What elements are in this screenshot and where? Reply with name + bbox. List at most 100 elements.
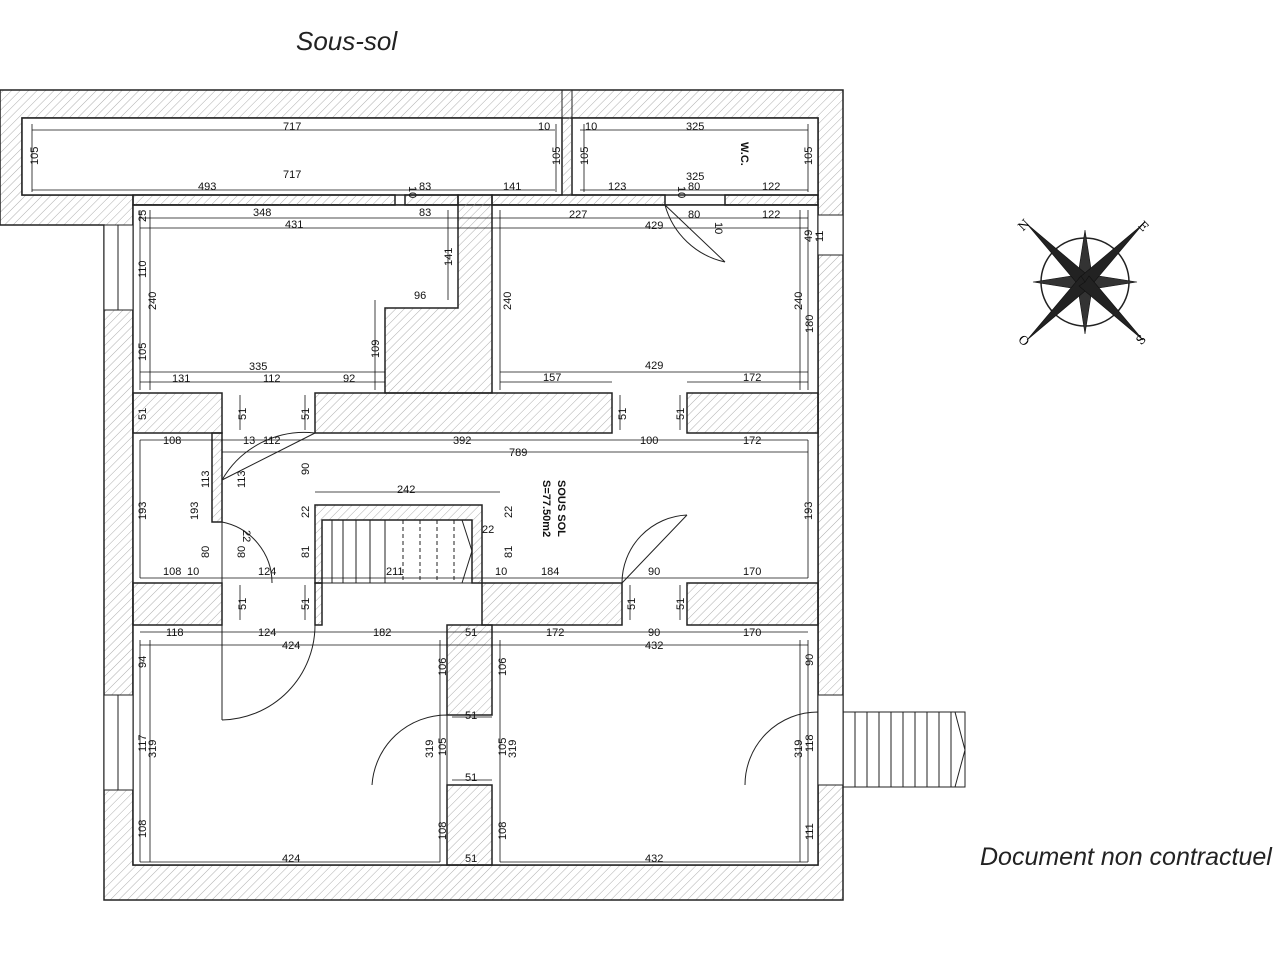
dim-label: 51	[675, 598, 687, 610]
dim-label: 106	[437, 658, 449, 676]
dim-label: 112	[263, 435, 281, 447]
dim-label: 51	[300, 598, 312, 610]
dim-label: 111	[804, 823, 816, 840]
dim-label: 319	[424, 740, 436, 758]
dim-label: 108	[437, 822, 449, 840]
dim-label: 51	[137, 408, 149, 420]
dim-label: 10	[187, 566, 199, 578]
dim-label: 117	[137, 734, 149, 752]
dim-label: 432	[645, 640, 663, 652]
dim-label: 392	[453, 435, 471, 447]
dim-label: 83	[419, 207, 431, 219]
dim-label: 51	[626, 598, 638, 610]
dim-label: 131	[172, 373, 190, 385]
dim-label: 717	[283, 121, 301, 133]
dim-label: 90	[648, 566, 660, 578]
dim-label: 124	[258, 627, 276, 639]
dim-label: 319	[147, 740, 159, 758]
surface-label: S=77.50m2	[540, 480, 552, 537]
interior-staircase	[321, 519, 473, 584]
dim-label: 22	[503, 506, 515, 518]
dim-label: 113	[200, 470, 212, 488]
dim-label: 108	[163, 435, 181, 447]
dim-label: 118	[166, 627, 184, 639]
dim-label: 83	[419, 181, 431, 193]
dim-label: 172	[743, 372, 761, 384]
dim-label: 123	[608, 181, 626, 193]
dim-label: 124	[258, 566, 276, 578]
dim-label: 172	[743, 435, 761, 447]
dim-label: 90	[648, 627, 660, 639]
basement-label: SOUS SOL	[555, 480, 567, 537]
dim-label: 157	[543, 372, 561, 384]
dim-label: 81	[503, 546, 515, 558]
dim-label: 105	[803, 147, 815, 165]
compass-s-label: S	[1133, 332, 1149, 348]
dim-label: 11	[814, 231, 826, 242]
dim-label: 141	[503, 181, 521, 193]
dim-label: 113	[236, 470, 248, 488]
dim-label: 10	[495, 566, 507, 578]
doors	[221, 204, 819, 786]
dim-label: 51	[675, 408, 687, 420]
dim-label: 429	[645, 360, 663, 372]
dim-label: 122	[762, 181, 780, 193]
dim-label: 51	[237, 408, 249, 420]
dim-label: 105	[551, 147, 563, 165]
dim-label: 80	[200, 546, 212, 558]
dim-label: 49	[803, 230, 815, 242]
dim-label: 80	[236, 546, 248, 558]
dim-label: 25	[137, 210, 149, 222]
dim-label: 80	[688, 209, 700, 221]
dim-label: 240	[147, 292, 159, 310]
dim-label: 22	[240, 530, 252, 542]
interior-walls	[132, 194, 819, 866]
dim-label: 90	[804, 654, 816, 666]
dim-label: 170	[743, 566, 761, 578]
compass-rose-icon: N E O S	[1015, 216, 1151, 349]
dim-label: 51	[237, 598, 249, 610]
dim-label: 106	[497, 658, 509, 676]
dim-label: 227	[569, 209, 587, 221]
compass-n-label: N	[1015, 216, 1032, 233]
dim-label: 105	[29, 147, 41, 165]
dim-label: 112	[263, 373, 281, 385]
compass-o-label: O	[1015, 332, 1032, 349]
dim-label: 51	[300, 408, 312, 420]
dim-label: 100	[640, 435, 658, 447]
dim-label: 108	[137, 820, 149, 838]
disclaimer: Document non contractuel	[980, 843, 1272, 871]
dim-label: 80	[688, 181, 700, 193]
dim-label: 105	[579, 147, 591, 165]
dim-label: 105	[137, 343, 149, 361]
dim-label: 180	[804, 315, 816, 333]
dim-label: 51	[465, 710, 477, 722]
dim-label: 182	[373, 627, 391, 639]
dim-label: 211	[386, 566, 404, 578]
dim-label: 108	[163, 566, 181, 578]
dim-label: 429	[645, 220, 663, 232]
dim-label: 789	[509, 447, 527, 459]
dim-label: 13	[243, 435, 255, 447]
dim-label: 51	[465, 853, 477, 865]
dim-label: 325	[686, 121, 704, 133]
dim-label: 96	[414, 290, 426, 302]
exterior-staircase	[842, 711, 966, 788]
dim-label: 319	[507, 740, 519, 758]
dim-label: 141	[443, 248, 455, 266]
room-labels: W.C. SOUS SOL S=77.50m2	[540, 142, 750, 537]
dim-label: 22	[300, 506, 312, 518]
dim-label: 424	[282, 640, 300, 652]
dim-label: 431	[285, 219, 303, 231]
dim-label: 10	[538, 121, 550, 133]
dim-label: 90	[300, 463, 312, 475]
dim-label: 193	[803, 502, 815, 520]
dim-label: 109	[370, 340, 382, 358]
dim-label: 493	[198, 181, 216, 193]
dim-label: 242	[397, 484, 415, 496]
dim-label: 51	[465, 627, 477, 639]
dim-label: 51	[465, 772, 477, 784]
dim-label: 108	[497, 822, 509, 840]
dim-label: 432	[645, 853, 663, 865]
